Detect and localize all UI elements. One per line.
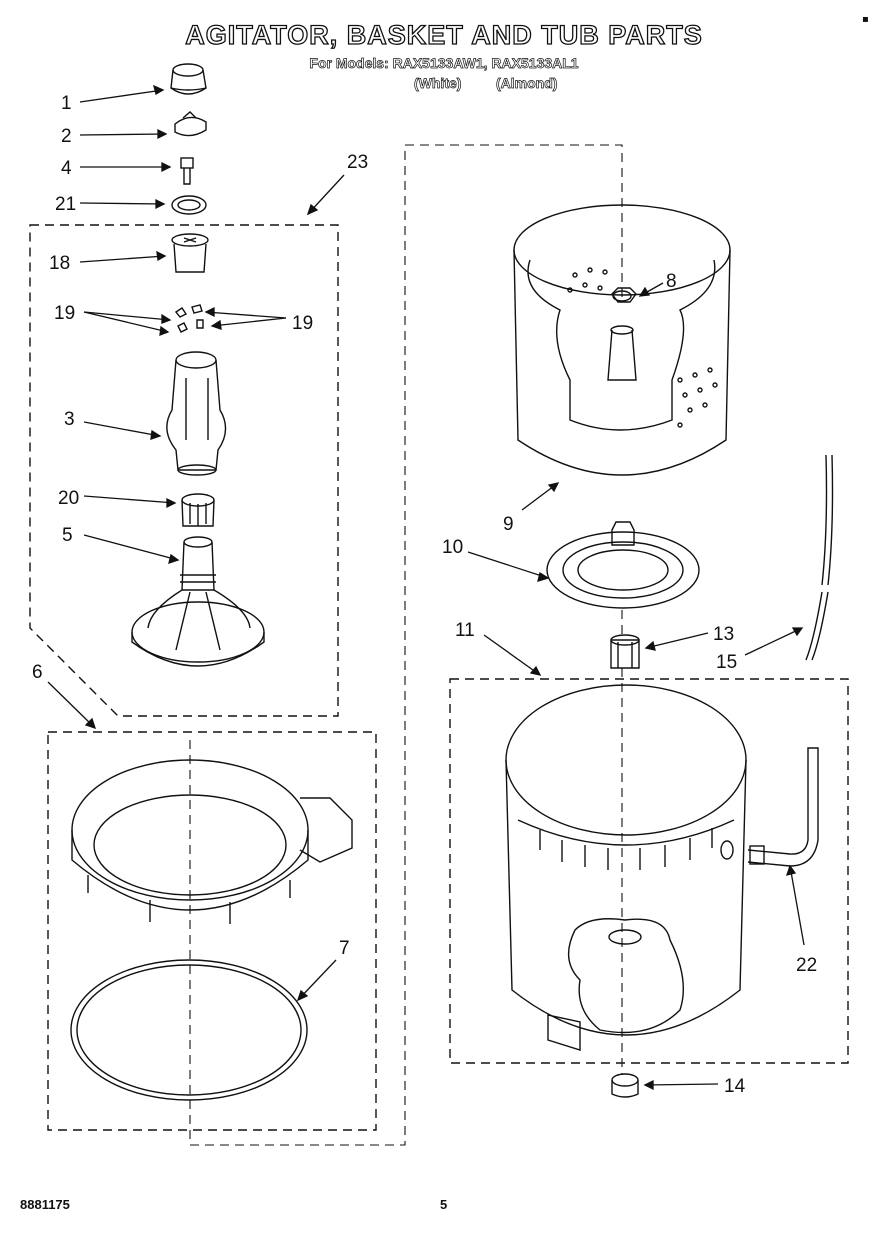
variant-white: (White) xyxy=(414,75,462,92)
part-agitator-cap xyxy=(170,63,207,95)
callout-9: 9 xyxy=(503,514,514,535)
center-line xyxy=(189,144,623,1146)
callout-1: 1 xyxy=(61,93,72,114)
callout-10: 10 xyxy=(442,537,463,558)
callout-14: 14 xyxy=(724,1076,746,1097)
callout-11: 11 xyxy=(455,620,475,641)
part-hose xyxy=(805,454,834,661)
part-tub-ring xyxy=(71,759,353,924)
part-bolt xyxy=(180,157,194,185)
part-drain-hose xyxy=(747,747,819,867)
part-agitator-base xyxy=(131,536,265,667)
part-outer-tub xyxy=(505,684,747,1051)
callout-23: 23 xyxy=(347,152,368,173)
part-agitator-barrel xyxy=(166,351,227,476)
callout-19-left: 19 xyxy=(54,303,75,324)
models-line: For Models: RAX5133AW1, RAX5133AL1 xyxy=(309,55,579,72)
callout-20: 20 xyxy=(58,488,79,509)
part-seal xyxy=(171,195,207,215)
callouts: 1 2 4 21 23 18 19 19 3 20 5 6 7 8 9 10 1… xyxy=(32,93,817,1097)
part-basket-nut xyxy=(611,287,637,303)
callout-8: 8 xyxy=(666,271,677,292)
part-spanner-nut xyxy=(610,634,640,669)
part-cam-cup xyxy=(171,233,209,273)
group-box-tub-ring xyxy=(47,731,377,1131)
callout-3: 3 xyxy=(64,409,75,430)
group-box-outer-tub xyxy=(449,678,849,1064)
callout-2: 2 xyxy=(61,126,72,147)
callout-6: 6 xyxy=(32,662,43,683)
page-title: AGITATOR, BASKET AND TUB PARTS xyxy=(185,19,703,50)
part-drain-plug xyxy=(611,1073,639,1098)
corner-mark: ▪ xyxy=(862,14,869,25)
callout-19-right: 19 xyxy=(292,313,313,334)
callout-4: 4 xyxy=(61,158,72,179)
part-tub-gasket xyxy=(70,959,308,1101)
part-drive-hub xyxy=(546,521,700,609)
callout-15: 15 xyxy=(716,652,737,673)
group-box-agitator xyxy=(29,224,339,717)
callout-21: 21 xyxy=(55,194,76,215)
part-cam xyxy=(174,111,207,137)
doc-number: 8881175 xyxy=(20,1197,70,1212)
callout-22: 22 xyxy=(796,955,817,976)
variant-almond: (Almond) xyxy=(496,75,558,92)
callout-18: 18 xyxy=(49,253,70,274)
callout-13: 13 xyxy=(713,624,734,645)
callout-5: 5 xyxy=(62,525,73,546)
part-dogs xyxy=(174,304,204,333)
leader-arrows xyxy=(47,84,805,1091)
callout-7: 7 xyxy=(339,938,350,959)
page-number: 5 xyxy=(440,1197,448,1212)
part-coupler xyxy=(181,493,215,527)
